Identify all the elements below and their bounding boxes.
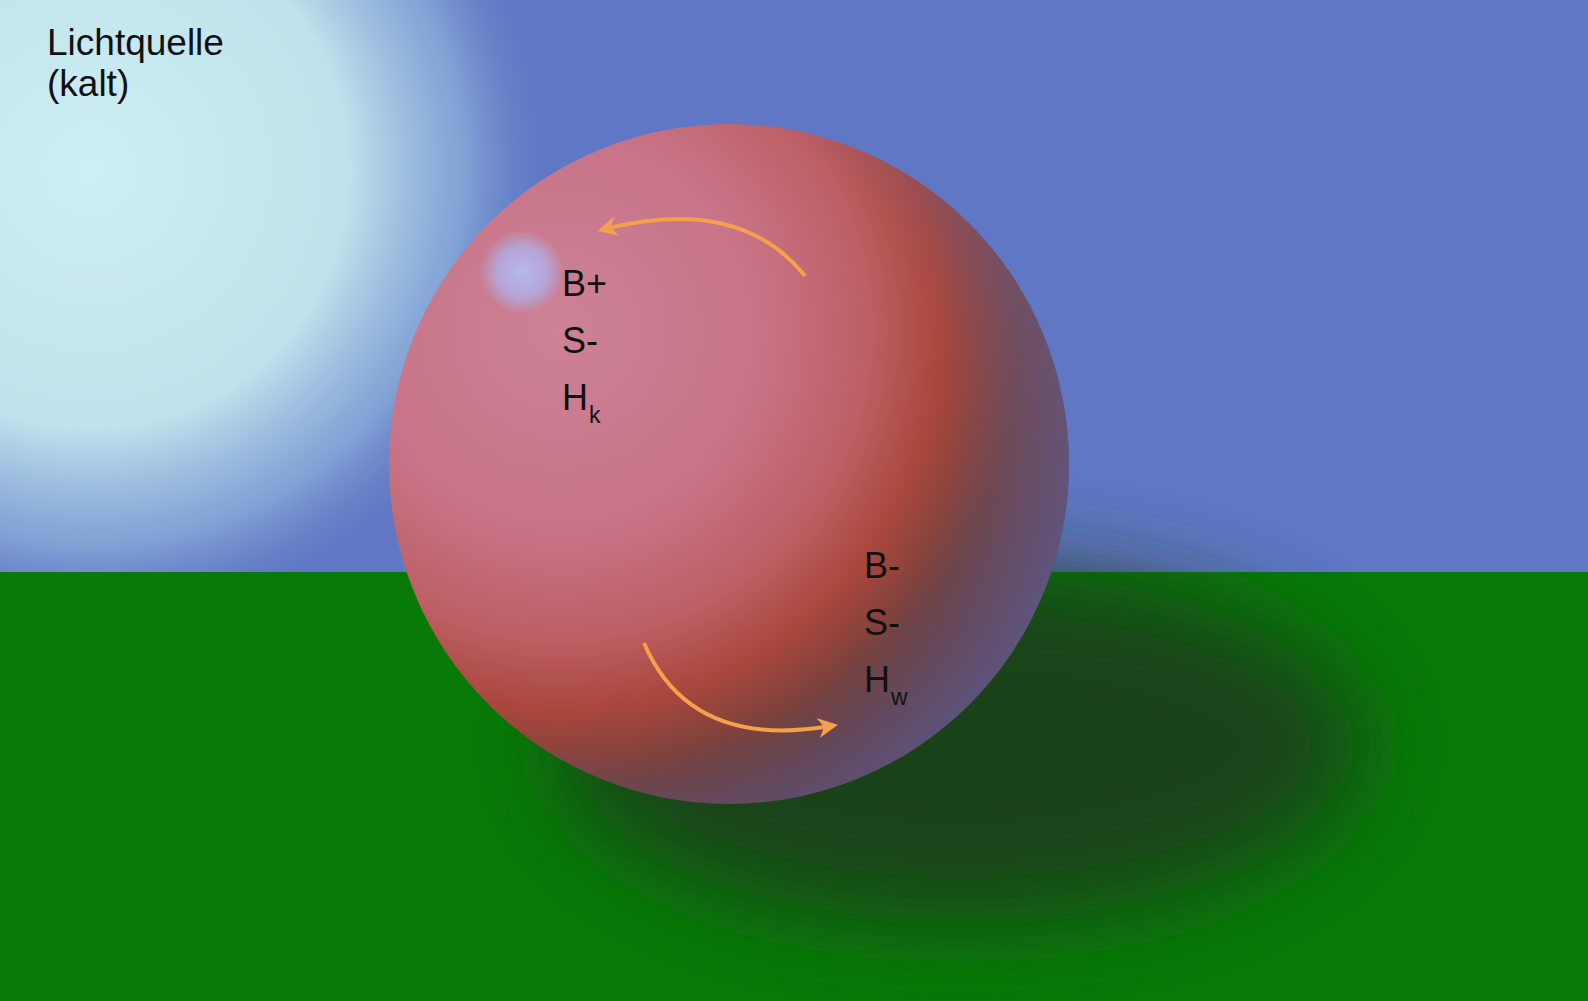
- flow-arrow: [605, 219, 805, 276]
- sphere: [389, 124, 1069, 804]
- highlight: [480, 230, 564, 314]
- subscript: k: [589, 403, 601, 429]
- sphere-rim: [389, 124, 1069, 804]
- quantity-label: B-: [864, 546, 900, 586]
- quantity-label: S-: [864, 603, 900, 643]
- quantity-label: S-: [562, 321, 598, 361]
- quantity-label: B+: [562, 264, 607, 304]
- quantity-label: H: [562, 378, 588, 418]
- subscript: w: [891, 685, 908, 711]
- flow-arrow: [644, 643, 830, 730]
- quantity-label: H: [864, 660, 890, 700]
- light-source-label: Lichtquelle (kalt): [47, 22, 277, 105]
